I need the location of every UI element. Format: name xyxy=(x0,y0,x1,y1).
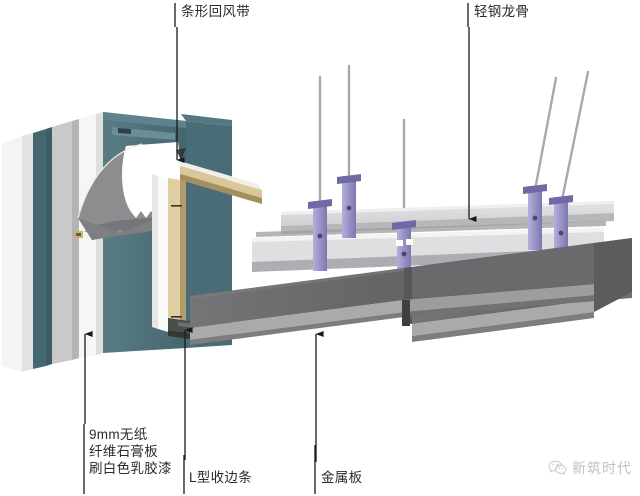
leader-lines xyxy=(83,3,477,494)
wall-fixing-detail xyxy=(74,231,83,238)
hanger-bracket-2 xyxy=(337,174,361,238)
panel-joint-slot xyxy=(402,300,410,326)
label-strip-return-air: 条形回风带 xyxy=(181,4,250,19)
watermark-text: 新筑时代 xyxy=(572,461,632,477)
ceiling-assembly xyxy=(190,64,632,345)
wall-layer-gray xyxy=(52,119,79,364)
label-gypsum-board: 9mm无纸 纤维石膏板 刷白色乳胶漆 xyxy=(89,427,172,476)
return-air-slot xyxy=(112,127,175,140)
wall-panel-assembly xyxy=(2,112,262,372)
hanger-rod-5 xyxy=(560,70,590,202)
label-l-edge-trim: L型收边条 xyxy=(189,470,253,485)
label-light-steel-keel: 轻钢龙骨 xyxy=(474,4,530,19)
wall-layer-outer-white xyxy=(2,133,33,372)
wall-layer-teal-1 xyxy=(33,127,52,369)
wall-edge-insulation-core xyxy=(152,160,262,337)
watermark: 新筑时代 xyxy=(548,458,632,478)
secondary-keel-channel xyxy=(252,221,606,272)
hanger-rod-4 xyxy=(533,76,558,192)
hanger-rods xyxy=(318,64,590,228)
hanger-bracket-1 xyxy=(308,199,332,271)
label-metal-panel: 金属板 xyxy=(321,470,363,485)
wechat-icon xyxy=(548,460,567,476)
hanger-bracket-4 xyxy=(523,184,547,250)
metal-ceiling-panels xyxy=(190,238,632,345)
